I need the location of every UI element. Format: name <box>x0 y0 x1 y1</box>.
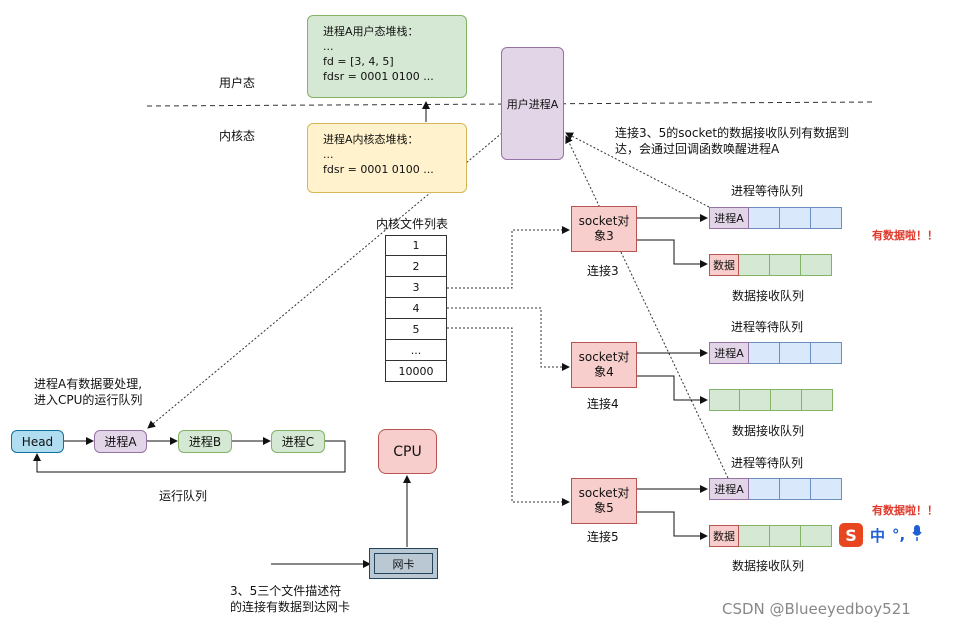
wake-note-line2: 达，会通过回调函数唤醒进程A <box>615 142 780 156</box>
nic-box: 网卡 <box>369 548 438 579</box>
wait-queue-item: 进程A <box>709 207 749 229</box>
user-stack-box: 进程A用户态堆栈： ... fd = [3, 4, 5] fdsr = 0001… <box>307 15 467 98</box>
recv-queue-cell <box>739 525 770 547</box>
file-table-row: 10000 <box>385 361 447 382</box>
recv-queue-label: 数据接收队列 <box>732 289 805 303</box>
ime-punct[interactable]: °, <box>892 526 906 544</box>
run-queue-process-a: 进程A <box>94 430 147 453</box>
recv-queue-3: 数据 <box>709 254 832 276</box>
socket-object-3: socket对 象3 <box>571 206 637 252</box>
user-stack-line: fd = [3, 4, 5] <box>323 55 394 68</box>
wait-queue-4: 进程A <box>709 342 842 364</box>
has-data-alert: 有数据啦！！ <box>872 229 938 242</box>
recv-queue-cell <box>770 254 801 276</box>
sogou-logo-icon[interactable]: S <box>839 523 863 547</box>
cpu-box: CPU <box>378 429 437 474</box>
recv-queue-4 <box>709 389 833 411</box>
socket-name: socket对 <box>578 350 630 364</box>
run-queue-process-b: 进程B <box>178 430 232 453</box>
wait-queue-cell <box>749 478 780 500</box>
run-queue-process-c: 进程C <box>271 430 325 453</box>
user-mode-label: 用户态 <box>219 76 256 90</box>
nic-label: 网卡 <box>374 553 433 574</box>
socket-name: 象5 <box>594 501 614 515</box>
user-stack-line: ... <box>323 40 334 53</box>
data-cell: 数据 <box>709 525 739 547</box>
ready-note-line2: 进入CPU的运行队列 <box>34 393 143 407</box>
connection-3-label: 连接3 <box>587 264 619 278</box>
kernel-stack-title: 进程A内核态堆栈： <box>323 133 419 146</box>
kernel-file-table: 1 2 3 4 5 ... 10000 <box>385 235 447 382</box>
wait-queue-cell <box>780 342 811 364</box>
wait-queue-cell <box>811 478 842 500</box>
recv-queue-cell <box>739 254 770 276</box>
ready-note-line1: 进程A有数据要处理, <box>34 377 143 391</box>
wait-queue-item: 进程A <box>709 478 749 500</box>
wait-queue-cell <box>811 342 842 364</box>
recv-queue-cell <box>709 389 740 411</box>
socket-name: socket对 <box>578 486 630 500</box>
recv-queue-label: 数据接收队列 <box>732 424 805 438</box>
socket-name: 象4 <box>594 365 614 379</box>
file-table-row: 3 <box>385 277 447 298</box>
kernel-stack-line: ... <box>323 148 334 161</box>
connection-4-label: 连接4 <box>587 397 619 411</box>
run-queue-head: Head <box>11 430 64 453</box>
wait-queue-cell <box>749 342 780 364</box>
user-process-a: 用户进程A <box>501 47 564 160</box>
socket-name: socket对 <box>578 214 630 228</box>
socket-object-5: socket对 象5 <box>571 478 637 524</box>
nic-note-line2: 的连接有数据到达网卡 <box>230 600 351 614</box>
recv-queue-cell <box>801 525 832 547</box>
wake-note-line1: 连接3、5的socket的数据接收队列有数据到 <box>615 126 850 140</box>
data-cell: 数据 <box>709 254 739 276</box>
csdn-watermark: CSDN @Blueeyedboy521 <box>722 600 911 618</box>
ime-toolbar[interactable]: S 中 °, <box>839 520 956 550</box>
recv-queue-cell <box>740 389 771 411</box>
kernel-mode-label: 内核态 <box>219 129 256 143</box>
wait-queue-cell <box>780 478 811 500</box>
wait-queue-label: 进程等待队列 <box>731 320 804 334</box>
wait-queue-cell <box>780 207 811 229</box>
has-data-alert: 有数据啦！！ <box>872 504 938 517</box>
wait-queue-item: 进程A <box>709 342 749 364</box>
user-stack-line: fdsr = 0001 0100 ... <box>323 70 434 83</box>
wait-queue-cell <box>749 207 780 229</box>
file-table-row: 5 <box>385 319 447 340</box>
ime-mode-char[interactable]: 中 <box>870 526 886 545</box>
recv-queue-cell <box>801 254 832 276</box>
microphone-icon[interactable] <box>912 525 922 545</box>
connection-5-label: 连接5 <box>587 530 619 544</box>
user-stack-title: 进程A用户态堆栈： <box>323 25 419 38</box>
recv-queue-cell <box>771 389 802 411</box>
kernel-stack-box: 进程A内核态堆栈： ... fdsr = 0001 0100 ... <box>307 123 467 193</box>
recv-queue-cell <box>802 389 833 411</box>
kernel-stack-line: fdsr = 0001 0100 ... <box>323 163 434 176</box>
file-table-row: ... <box>385 340 447 361</box>
wait-queue-cell <box>811 207 842 229</box>
wait-queue-3: 进程A <box>709 207 842 229</box>
file-table-title: 内核文件列表 <box>376 217 449 231</box>
file-table-row: 4 <box>385 298 447 319</box>
file-table-row: 2 <box>385 256 447 277</box>
file-table-row: 1 <box>385 235 447 256</box>
wait-queue-label: 进程等待队列 <box>731 184 804 198</box>
nic-note-line1: 3、5三个文件描述符 <box>230 584 342 598</box>
recv-queue-label: 数据接收队列 <box>732 559 805 573</box>
run-queue-label: 运行队列 <box>159 489 208 503</box>
recv-queue-cell <box>770 525 801 547</box>
recv-queue-5: 数据 <box>709 525 832 547</box>
wait-queue-5: 进程A <box>709 478 842 500</box>
socket-object-4: socket对 象4 <box>571 342 637 388</box>
wait-queue-label: 进程等待队列 <box>731 456 804 470</box>
socket-name: 象3 <box>594 229 614 243</box>
